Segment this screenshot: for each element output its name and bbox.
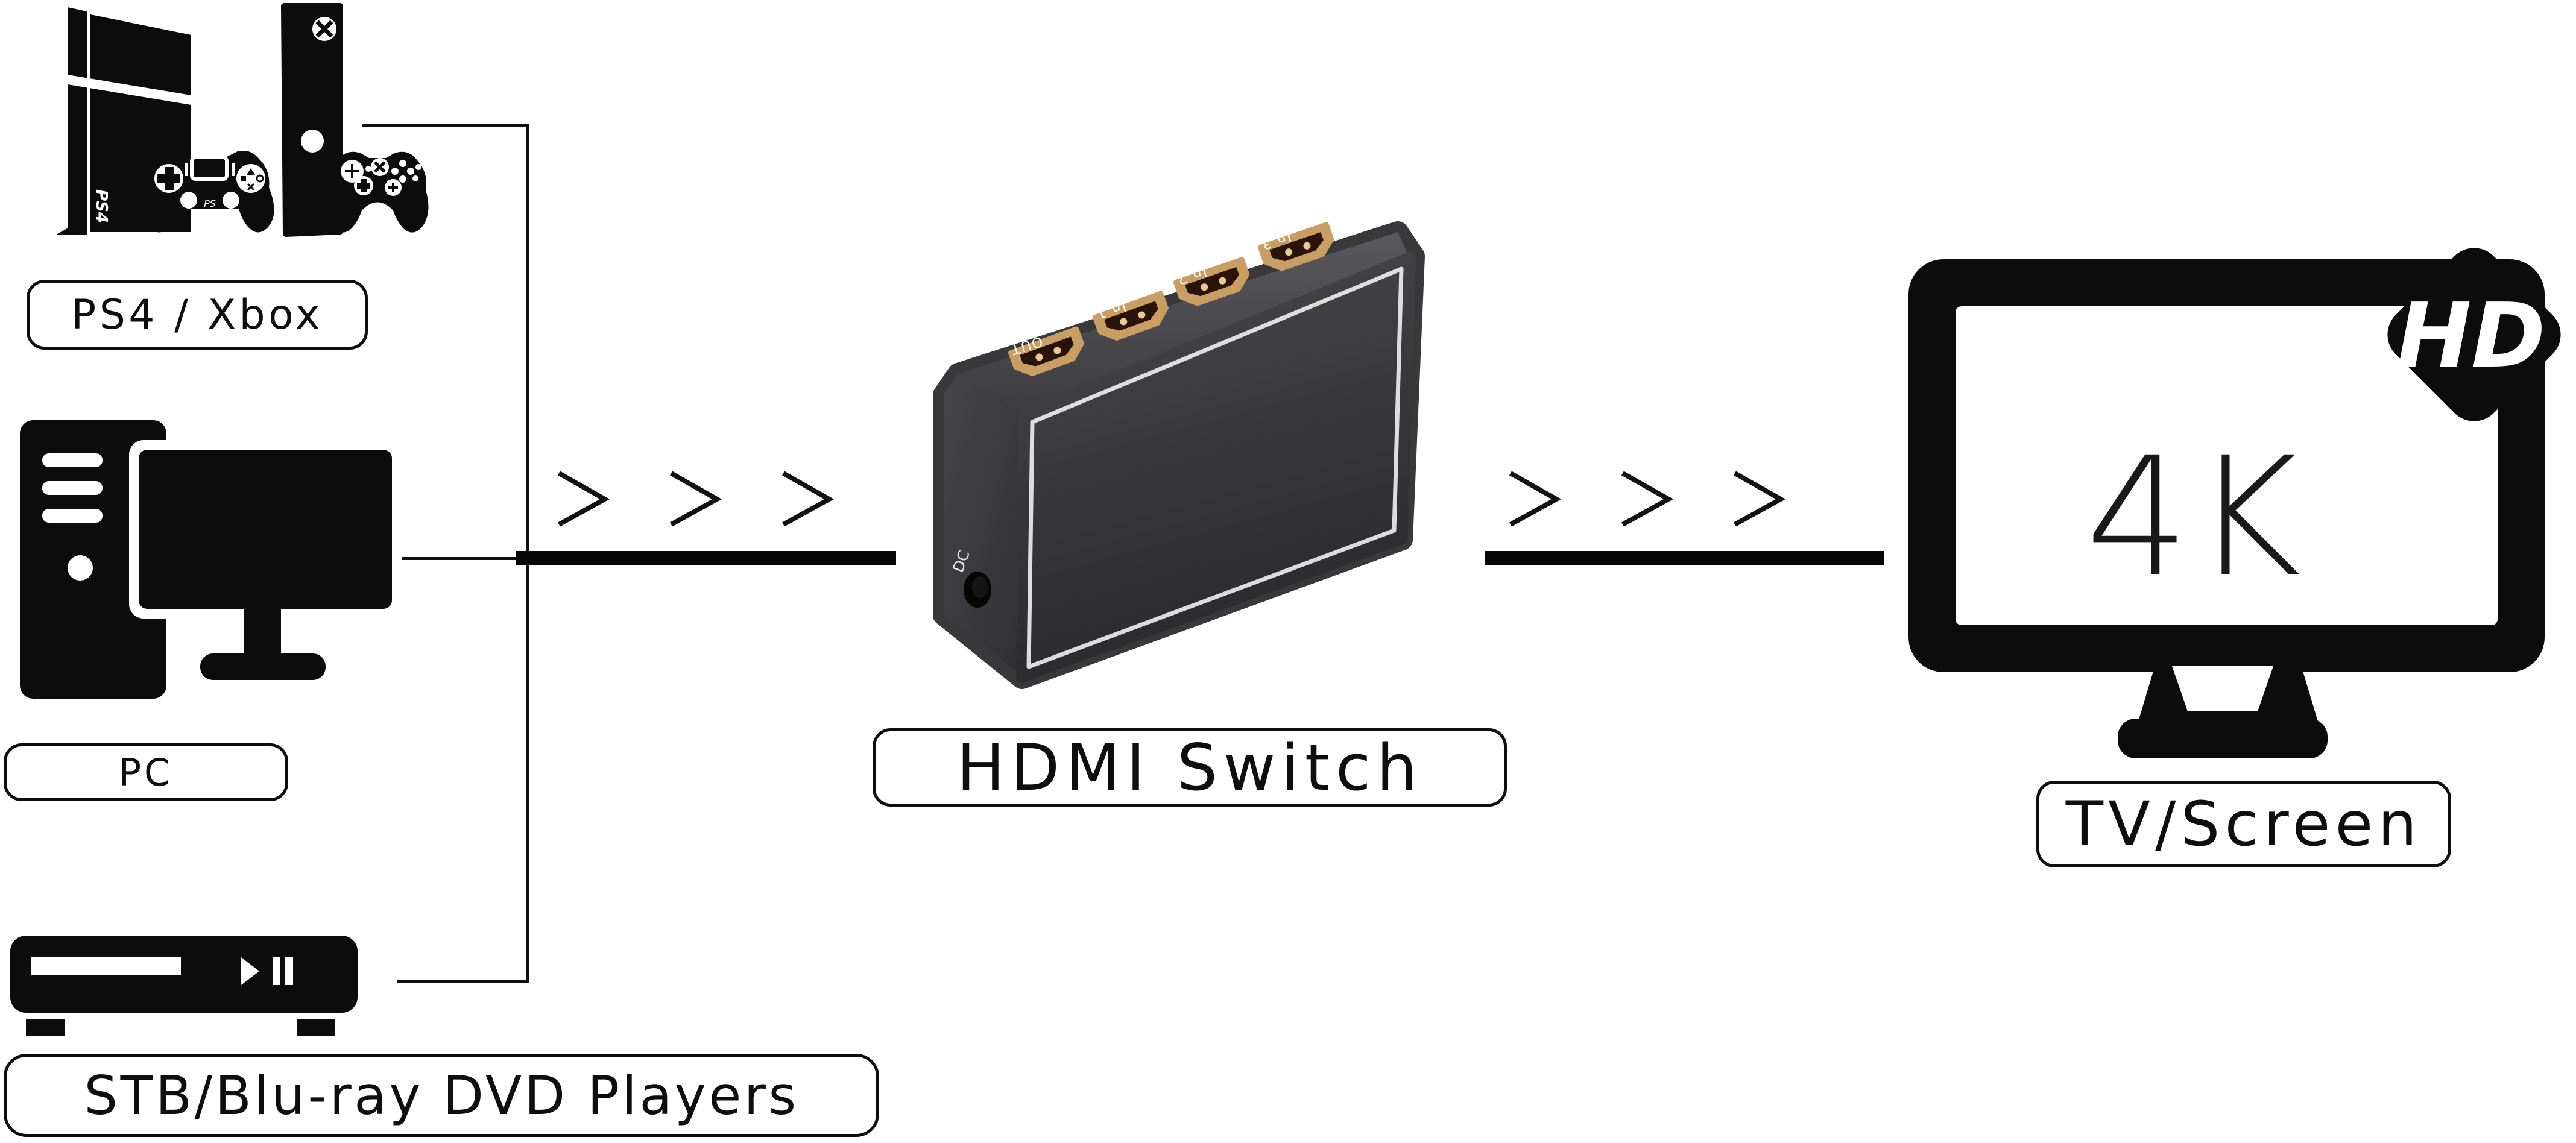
hdmi-port-out xyxy=(1008,326,1084,376)
flow-arrow-icon xyxy=(1509,471,1562,527)
play-icon xyxy=(241,957,259,985)
xbox-console-icon xyxy=(281,3,343,237)
hdmi-port-in1 xyxy=(1092,291,1169,341)
label-hdmi-switch-text: HDMI Switch xyxy=(956,730,1423,805)
cable-to-switch xyxy=(516,551,896,565)
ps4-controller-icon: PS xyxy=(143,150,274,233)
hd-badge: HD xyxy=(2387,248,2561,421)
label-stb-bluray-text: STB/Blu-ray DVD Players xyxy=(84,1064,799,1127)
switch-silver-rim xyxy=(1026,266,1404,669)
connector-stb-line xyxy=(397,980,528,983)
hdmi-switch-device: DC OUT In 1 In 2 xyxy=(933,221,1425,689)
cable-to-tv xyxy=(1485,551,1884,565)
flow-arrows-left xyxy=(558,471,835,527)
hd-badge-text: HD xyxy=(2397,284,2546,388)
flow-arrow-icon xyxy=(782,471,835,527)
hdmi-port-in3 xyxy=(1257,222,1334,271)
flow-arrow-icon xyxy=(1734,471,1786,527)
switch-front-face xyxy=(1016,252,1416,682)
hdmi-port-in2 xyxy=(1173,257,1250,306)
ps-logo-text: PS xyxy=(204,198,216,209)
label-pc-text: PC xyxy=(118,750,174,795)
pc-icon xyxy=(20,420,402,699)
switch-left-face xyxy=(944,374,1025,676)
label-ps4-xbox-text: PS4 / Xbox xyxy=(71,291,323,339)
ps4-logo-text: PS4 xyxy=(92,189,110,223)
stb-icon xyxy=(10,936,358,1036)
flow-arrow-icon xyxy=(558,471,610,527)
connector-lines xyxy=(362,124,1884,983)
pc-monitor xyxy=(139,450,392,609)
label-tv-screen: TV/Screen xyxy=(2036,781,2451,867)
label-hdmi-switch: HDMI Switch xyxy=(873,728,1507,807)
label-ps4-xbox: PS4 / Xbox xyxy=(27,280,368,350)
pause-icon xyxy=(273,957,280,985)
switch-top-face xyxy=(958,232,1410,415)
screen-4k-text: 4K xyxy=(2085,423,2304,613)
connector-pc-line xyxy=(392,557,528,560)
tv-screen xyxy=(1956,306,2498,625)
label-tv-screen-text: TV/Screen xyxy=(2065,788,2422,860)
connector-top-line xyxy=(362,124,528,127)
flow-arrows-right xyxy=(1509,471,1786,527)
flow-arrow-icon xyxy=(670,471,722,527)
tv-icon: 4K HD xyxy=(1908,248,2561,758)
flow-arrow-icon xyxy=(1621,471,1674,527)
label-stb-bluray: STB/Blu-ray DVD Players xyxy=(4,1054,879,1137)
label-pc: PC xyxy=(4,743,288,801)
xbox-controller-icon xyxy=(326,151,429,233)
